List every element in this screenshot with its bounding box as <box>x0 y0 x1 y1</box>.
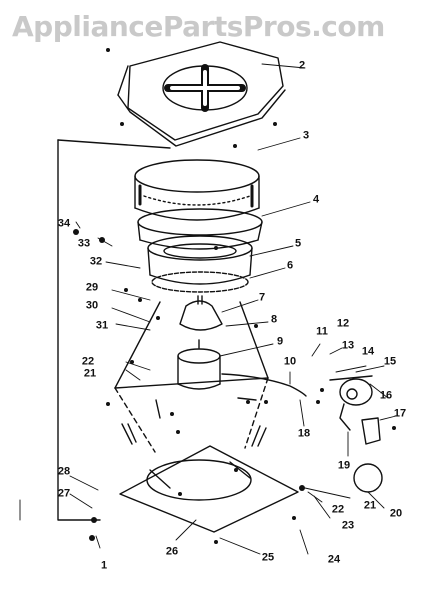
float-ball-part <box>353 463 383 493</box>
hardware-dots <box>73 48 396 544</box>
switch-assembly-part <box>329 375 381 445</box>
collar-ring-part <box>137 208 263 250</box>
callout-label: 33 <box>77 237 91 250</box>
guide-line <box>57 139 101 521</box>
callout-label: 19 <box>337 459 351 472</box>
callout-label: 5 <box>294 237 302 250</box>
motor-part <box>177 339 221 390</box>
base-plate-part <box>119 445 299 533</box>
callout-label: 22 <box>331 503 345 516</box>
watermark: AppliancePartsPros.com <box>12 10 385 43</box>
callout-label: 9 <box>276 335 284 348</box>
callout-label: 17 <box>393 407 407 420</box>
callout-label: 22 <box>81 355 95 368</box>
callout-label: 2 <box>298 59 306 72</box>
callout-label: 23 <box>341 519 355 532</box>
top-grille-part <box>117 41 286 147</box>
brackets <box>121 397 267 447</box>
callout-label: 29 <box>85 281 99 294</box>
callout-label: 34 <box>57 217 71 230</box>
impeller-part <box>179 295 223 331</box>
callout-label: 14 <box>361 345 375 358</box>
callout-label: 32 <box>89 255 103 268</box>
power-cord <box>221 373 307 397</box>
housing-outline <box>114 301 269 453</box>
callout-label: 28 <box>57 465 71 478</box>
callout-label: 24 <box>327 553 341 566</box>
callout-label: 31 <box>95 319 109 332</box>
callout-label: 7 <box>258 291 266 304</box>
callout-label: 13 <box>341 339 355 352</box>
callout-label: 21 <box>83 367 97 380</box>
callout-label: 11 <box>316 325 328 338</box>
callout-label: 30 <box>85 299 99 312</box>
callout-label: 21 <box>363 499 377 512</box>
leader-lines <box>19 63 397 555</box>
callout-label: 25 <box>261 551 275 564</box>
callout-label: 10 <box>283 355 297 368</box>
callout-label: 3 <box>302 129 310 142</box>
basket-part <box>147 235 253 293</box>
callout-label: 12 <box>336 317 350 330</box>
callout-label: 8 <box>270 313 278 326</box>
callout-label: 1 <box>100 559 108 572</box>
callout-label: 16 <box>379 389 393 402</box>
callout-label: 6 <box>286 259 294 272</box>
upper-cylinder-part <box>134 159 260 221</box>
callout-label: 15 <box>383 355 397 368</box>
callout-label: 18 <box>297 427 311 440</box>
callout-label: 26 <box>165 545 179 558</box>
callout-label: 20 <box>389 507 403 520</box>
guide-line-top <box>57 139 171 149</box>
callout-label: 27 <box>57 487 71 500</box>
callout-label: 4 <box>312 193 320 206</box>
